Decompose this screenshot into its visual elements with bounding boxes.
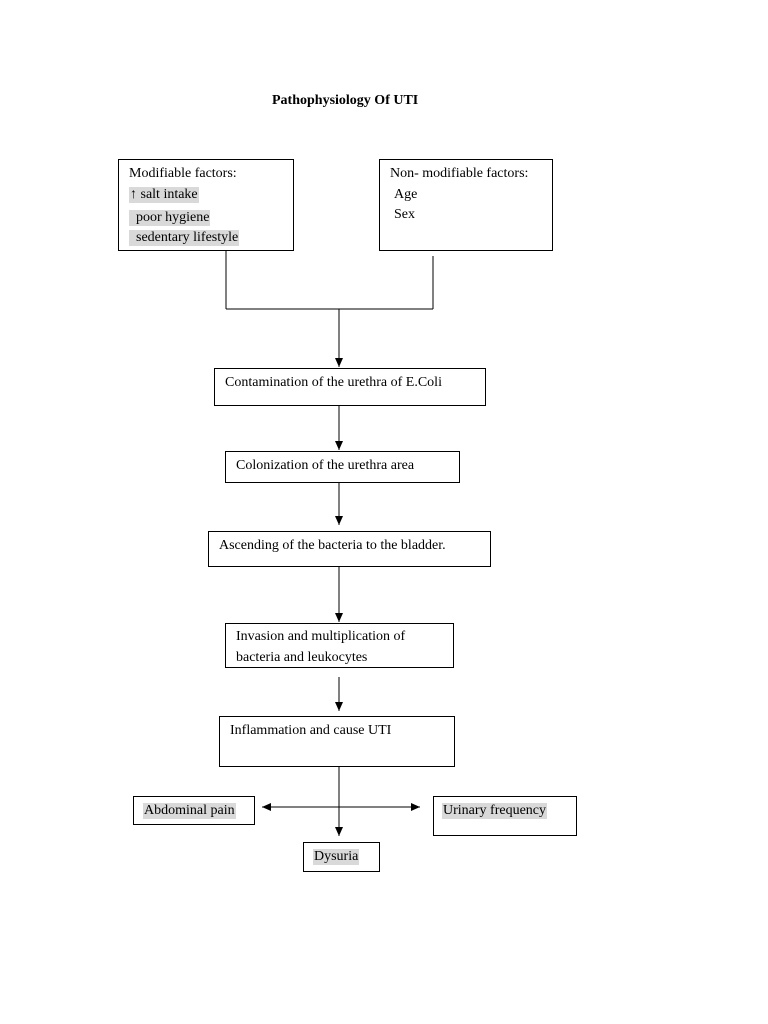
abdominal-pain-label: Abdominal pain	[143, 803, 236, 819]
non-modifiable-factor-age: Age	[394, 187, 418, 202]
modifiable-factor-sedentary-lifestyle: sedentary lifestyle	[129, 230, 240, 246]
non-modifiable-factor-sex: Sex	[394, 207, 415, 222]
inflammation-box: Inflammation and cause UTI	[219, 716, 455, 767]
non-modifiable-factors-box: Non- modifiable factors: Age Sex	[379, 159, 553, 251]
invasion-label-line2: bacteria and leukocytes	[236, 650, 368, 665]
modifiable-factor-poor-hygiene: poor hygiene	[129, 210, 211, 226]
non-modifiable-factors-heading: Non- modifiable factors:	[390, 166, 529, 181]
contamination-box: Contamination of the urethra of E.Coli	[214, 368, 486, 406]
inflammation-label: Inflammation and cause UTI	[230, 723, 392, 738]
contamination-label: Contamination of the urethra of E.Coli	[225, 375, 442, 390]
invasion-box: Invasion and multiplication of bacteria …	[225, 623, 454, 668]
modifiable-factor-salt-intake: ↑ salt intake	[129, 187, 199, 203]
colonization-box: Colonization of the urethra area	[225, 451, 460, 483]
abdominal-pain-box: Abdominal pain	[133, 796, 255, 825]
urinary-frequency-box: Urinary frequency	[433, 796, 577, 836]
modifiable-factors-heading: Modifiable factors:	[129, 166, 237, 181]
page-title: Pathophysiology Of UTI	[272, 93, 419, 108]
colonization-label: Colonization of the urethra area	[236, 458, 415, 473]
invasion-label-line1: Invasion and multiplication of	[236, 629, 406, 644]
dysuria-box: Dysuria	[303, 842, 380, 872]
dysuria-label: Dysuria	[313, 849, 360, 865]
ascending-box: Ascending of the bacteria to the bladder…	[208, 531, 491, 567]
urinary-frequency-label: Urinary frequency	[442, 803, 548, 819]
ascending-label: Ascending of the bacteria to the bladder…	[219, 538, 446, 553]
modifiable-factors-box: Modifiable factors: ↑ salt intake poor h…	[118, 159, 294, 251]
